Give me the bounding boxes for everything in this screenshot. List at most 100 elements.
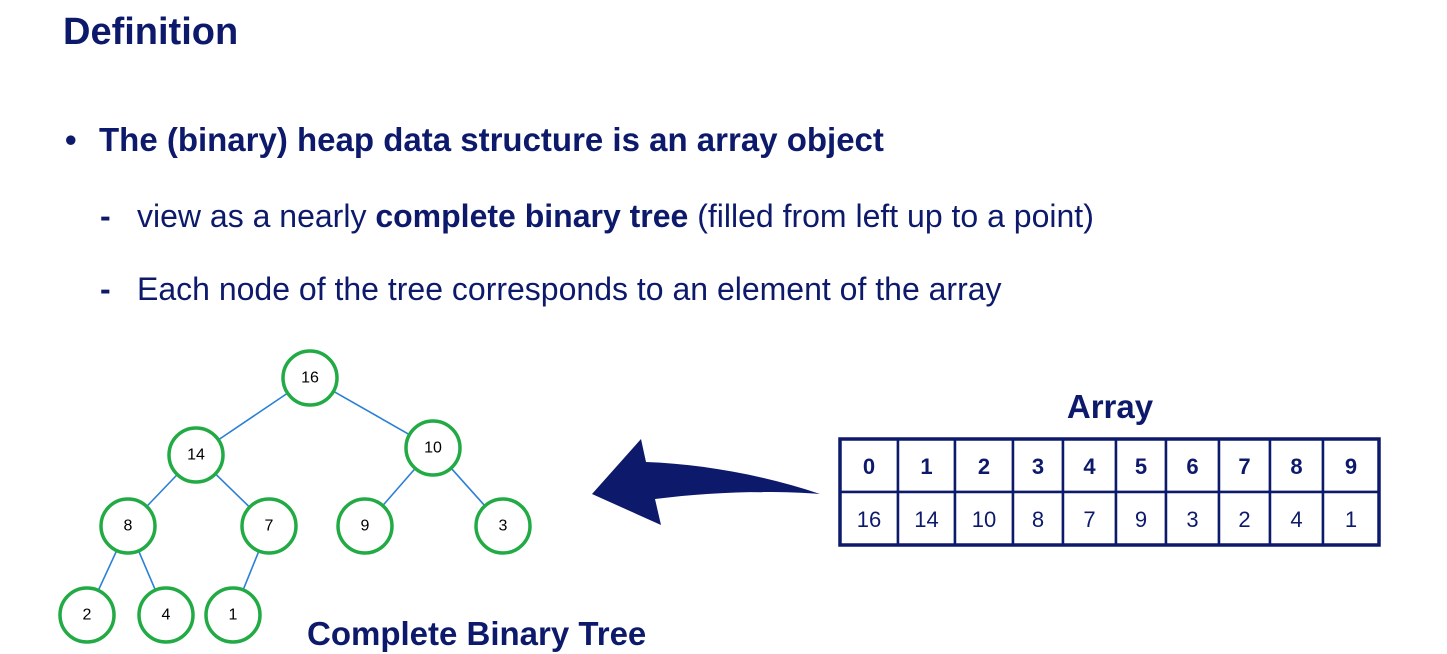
array-outer-border [838,437,1381,547]
left-arrow-icon [592,439,820,525]
array-index-cell-text: 3 [1032,454,1044,479]
array-index-cell: 2 [953,437,1015,494]
tree-node-circle [204,586,262,644]
sub-bullet-2-text: Each node of the tree corresponds to an … [137,271,1002,307]
tree-nodes: 16 14 10 8 7 9 3 2 4 1 [58,349,532,644]
sub-bullet-1-text-bold: complete binary tree [375,198,689,234]
tree-node: 7 [240,497,298,555]
tree-node-label: 10 [424,440,442,457]
tree-node-circle [240,497,298,555]
tree-edge [214,473,251,508]
tree-edge [333,390,410,436]
tree-node-circle [99,497,157,555]
tree-node-circle [137,586,195,644]
tree-node: 8 [99,497,157,555]
array-value-cell: 9 [1114,490,1168,547]
tree-node-circle [281,349,339,407]
array-value-cell-text: 4 [1290,507,1302,532]
array-value-cell-text: 14 [914,507,938,532]
array-index-cell: 8 [1268,437,1325,494]
tree-node-label: 7 [265,518,274,535]
tree-node: 2 [58,586,116,644]
array-index-cell: 4 [1061,437,1118,494]
array-table: 016 1 14 2 10 3 8 4 7 5 9 6 3 7 2 8 4 9 1 [838,437,1381,547]
array-cell-border [953,490,1015,547]
array-value-cell: 8 [1011,490,1065,547]
array-index-cell: 0 [838,437,900,494]
array-index-cell-text: 7 [1238,454,1250,479]
sub-bullet-1-text-before: view as a nearly [137,198,376,234]
tree-edge [242,550,260,591]
array-value-cell: 3 [1164,490,1221,547]
main-bullet: • The (binary) heap data structure is an … [65,120,884,160]
tree-edge [146,473,178,508]
tree-node-circle [474,497,532,555]
tree-node-circle [404,419,462,477]
tree-node-circle [336,497,394,555]
tree-node: 3 [474,497,532,555]
sub-bullet-1-marker: - [100,198,111,234]
tree-node-label: 9 [361,518,370,535]
tree-node: 1 [204,586,262,644]
array-cell-border [1114,490,1168,547]
array-index-cell: 5 [1114,437,1168,494]
tree-node-label: 3 [499,518,508,535]
array-index-cell-text: 8 [1290,454,1302,479]
array-value-cell-text: 9 [1135,507,1147,532]
tree-edge [137,550,157,591]
array-index-cell-text: 4 [1083,454,1096,479]
array-value-cell: 14 [896,490,957,547]
array-index-cell-text: 9 [1345,454,1357,479]
tree-node: 16 [281,349,339,407]
array-cell-border [1268,490,1325,547]
bullet-marker: • [65,121,77,158]
array-value-cell-text: 1 [1345,507,1357,532]
tree-caption: Complete Binary Tree [307,615,646,652]
array-value-cell-text: 7 [1083,507,1095,532]
array-cell-border [1217,490,1272,547]
array-title: Array [1067,388,1154,425]
array-index-cell: 9 [1321,437,1381,494]
tree-node: 14 [167,426,225,484]
tree-edge [217,392,289,441]
tree-node: 4 [137,586,195,644]
array-value-cell-text: 2 [1238,507,1250,532]
slide-heading: Definition [63,11,239,53]
array-value-cell-text: 3 [1186,507,1198,532]
array-value-cell: 1 [1321,490,1381,547]
tree-node-label: 4 [162,607,171,624]
array-value-cell-text: 10 [972,507,996,532]
sub-bullet-1: -view as a nearly complete binary tree (… [100,196,1094,236]
sub-bullet-1-text-after: (filled from left up to a point) [688,198,1094,234]
tree-node: 10 [404,419,462,477]
array-value-cell: 7 [1061,490,1118,547]
array-index-cell: 1 [896,437,957,494]
array-index-cell: 7 [1217,437,1272,494]
tree-node-circle [167,426,225,484]
tree-node-label: 2 [83,607,92,624]
array-value-cell-text: 8 [1032,507,1044,532]
tree-node-label: 1 [229,607,238,624]
tree-node-label: 16 [301,370,319,387]
array-index-cell-text: 6 [1186,454,1198,479]
tree-node-circle [58,586,116,644]
tree-edge [382,467,416,507]
main-bullet-text: The (binary) heap data structure is an a… [99,121,884,158]
array-index-cell-text: 1 [920,454,932,479]
array-cell-border [1321,437,1381,494]
tree-edges [97,390,486,591]
array-cell-border [1114,437,1168,494]
array-value-cell: 10 [953,490,1015,547]
array-index-cell-text: 2 [978,454,990,479]
array-index-cell: 3 [1011,437,1065,494]
array-value-cell: 16 [838,490,900,547]
tree-node-label: 8 [124,518,133,535]
tree-node: 9 [336,497,394,555]
tree-node-label: 14 [187,447,205,464]
array-value-cell: 4 [1268,490,1325,547]
tree-edge [450,467,486,507]
sub-bullet-2-marker: - [100,271,111,307]
array-value-cell: 2 [1217,490,1272,547]
array-index-cell-text: 5 [1135,454,1147,479]
